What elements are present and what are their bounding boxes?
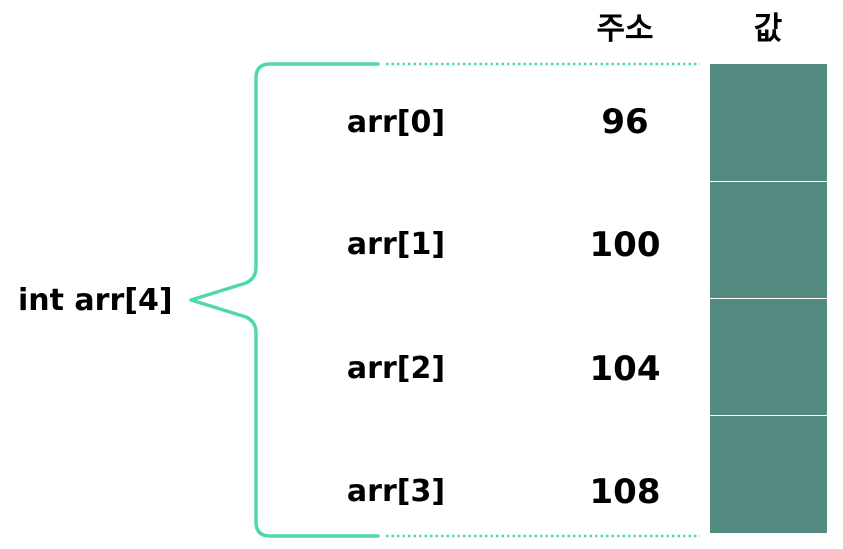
address-column-header: 주소: [596, 11, 654, 47]
element-label: arr[0]: [346, 105, 446, 140]
element-label: arr[2]: [346, 351, 446, 386]
element-label: arr[1]: [346, 227, 446, 262]
curly-brace-icon: [189, 62, 380, 538]
address-value: 96: [601, 102, 649, 142]
memory-cell: [710, 182, 827, 298]
memory-cell: [710, 64, 827, 181]
address-value: 100: [589, 225, 661, 265]
address-value: 108: [589, 472, 661, 512]
value-column-header: 값: [753, 11, 783, 47]
address-value: 104: [589, 349, 661, 389]
array-declaration-label: int arr[4]: [18, 283, 173, 318]
memory-cell: [710, 416, 827, 533]
element-label: arr[3]: [346, 474, 446, 509]
memory-cell: [710, 299, 827, 415]
